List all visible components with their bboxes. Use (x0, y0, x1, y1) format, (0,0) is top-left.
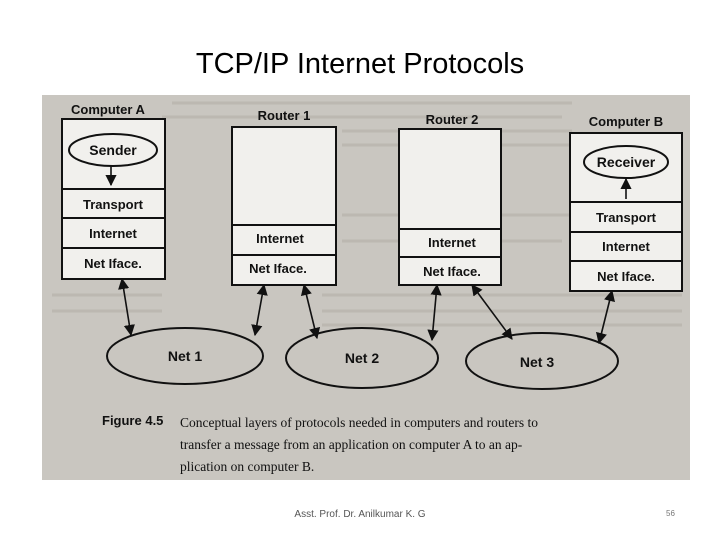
net-3-label: Net 3 (520, 354, 554, 370)
caption-label: Figure 4.5 (102, 413, 163, 428)
figure-caption: Figure 4.5 Conceptual layers of protocol… (102, 413, 538, 474)
computer-a-stack (61, 118, 166, 337)
computer-b-stack (569, 132, 683, 345)
router-2-stack (398, 128, 513, 342)
slide-title: TCP/IP Internet Protocols (195, 48, 525, 80)
sender-ellipse (68, 133, 158, 167)
caption-line-2: transfer a message from an application o… (180, 437, 523, 452)
router-1-netiface: Net Iface. (249, 261, 307, 276)
receiver-label: Receiver (597, 154, 656, 170)
computer-b-transport: Transport (596, 210, 657, 225)
router-1-title: Router 1 (258, 108, 311, 123)
slide-footer: Asst. Prof. Dr. Anilkumar K. G (294, 509, 426, 520)
computer-a-internet: Internet (89, 226, 137, 241)
net-2-label: Net 2 (345, 350, 379, 366)
caption-line-1: Conceptual layers of protocols needed in… (180, 415, 538, 430)
sender-label: Sender (89, 142, 137, 158)
page-number: 56 (666, 509, 675, 518)
figure-photo: Computer A Sender Transport Internet Net… (42, 95, 690, 480)
net-2-ellipse (285, 327, 439, 389)
net-1-ellipse (106, 327, 264, 385)
router-2-internet: Internet (428, 235, 476, 250)
computer-a-transport: Transport (83, 197, 144, 212)
net-1-label: Net 1 (168, 348, 202, 364)
protocol-layer-diagram: Computer A Sender Transport Internet Net… (52, 101, 683, 474)
router-2-netiface: Net Iface. (423, 264, 481, 279)
router-1-internet: Internet (256, 231, 304, 246)
computer-b-title: Computer B (589, 114, 663, 129)
router-1-stack (231, 126, 337, 340)
computer-a-netiface: Net Iface. (84, 256, 142, 271)
computer-a-title: Computer A (71, 102, 146, 117)
net-3-ellipse (465, 332, 619, 390)
computer-b-internet: Internet (602, 239, 650, 254)
computer-b-netiface: Net Iface. (597, 269, 655, 284)
router-2-title: Router 2 (426, 112, 479, 127)
caption-line-3: plication on computer B. (180, 459, 314, 474)
